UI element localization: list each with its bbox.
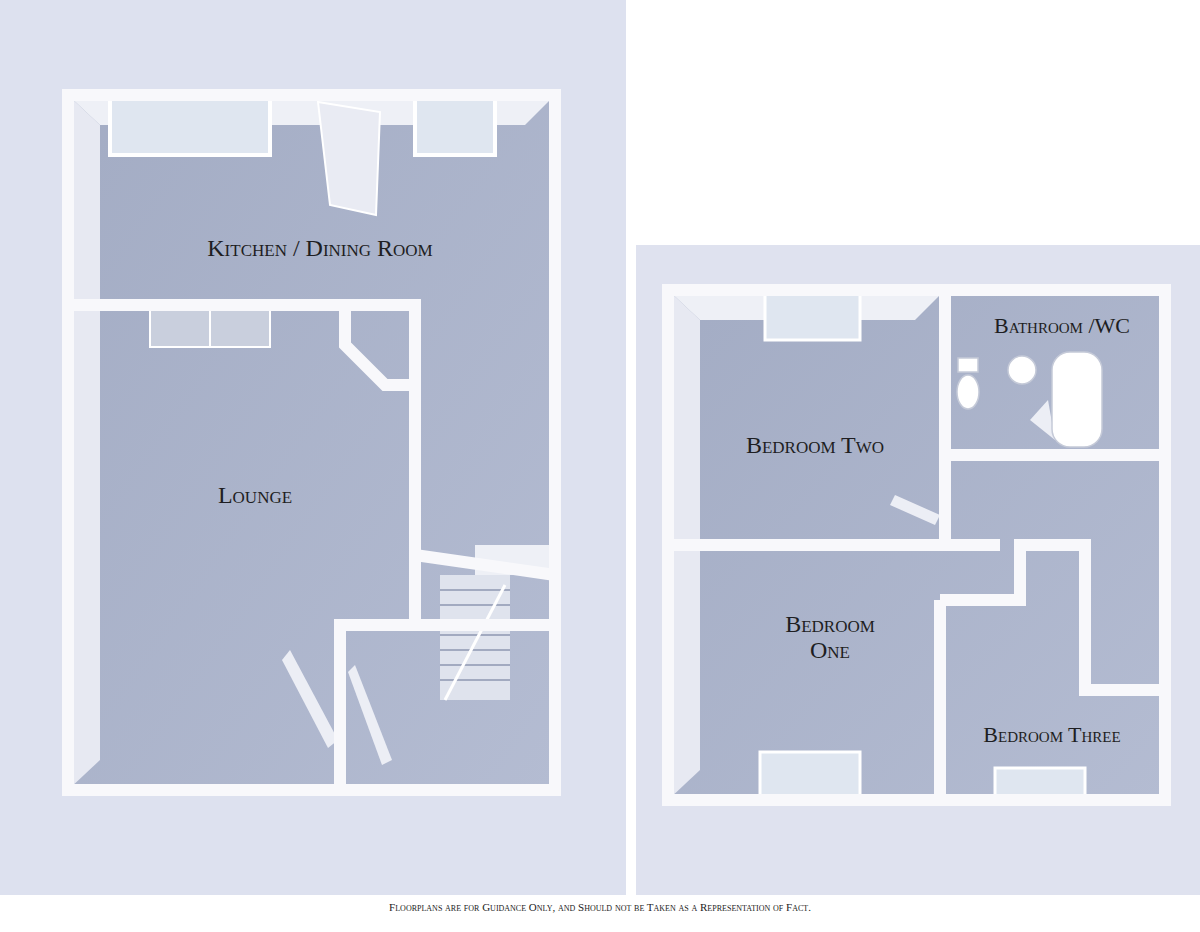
plan-drawing <box>110 97 270 155</box>
plan-drawing <box>348 665 392 765</box>
plan-drawing <box>209 305 211 347</box>
plan-drawing <box>0 0 626 895</box>
plan-drawing <box>440 575 510 700</box>
plan-drawing <box>995 768 1085 798</box>
plan-drawing <box>934 600 946 800</box>
plan-drawing <box>68 95 555 790</box>
room: Bathroom /WC <box>952 297 1158 448</box>
room-label: Bathroom /WC <box>994 314 1130 338</box>
room: Bedroom Three <box>947 607 1158 793</box>
plan-drawing <box>68 95 555 790</box>
room-label: Bedroom One <box>765 611 895 664</box>
plan-drawing <box>68 95 555 790</box>
plan-drawing <box>415 619 555 631</box>
room: Bedroom Two <box>675 297 938 538</box>
room-label: Lounge <box>218 482 292 508</box>
plan-drawing <box>282 650 338 748</box>
plan-drawing <box>1008 356 1036 384</box>
plan-drawing <box>415 97 495 155</box>
plan-drawing <box>440 649 510 651</box>
room: Kitchen / Dining Room <box>75 102 548 298</box>
plan-drawing <box>150 305 270 347</box>
plan-drawing <box>765 292 860 340</box>
plan-drawing <box>668 539 1000 551</box>
plan-drawing <box>318 102 380 215</box>
room-label: Bedroom Two <box>746 432 884 458</box>
plan-drawing <box>415 555 555 575</box>
plan-drawing <box>440 604 510 606</box>
plan-drawing <box>440 679 510 681</box>
plan-drawing <box>668 290 1165 800</box>
room-label: Bedroom Three <box>983 723 1120 747</box>
room: Lounge <box>75 312 410 782</box>
plan-drawing <box>890 495 940 525</box>
caption: Floorplans are for Guidance Only, and Sh… <box>0 901 1200 913</box>
plan-drawing <box>958 358 978 372</box>
plan-drawing <box>440 589 510 591</box>
plan-drawing <box>440 590 510 680</box>
room-label: Kitchen / Dining Room <box>207 235 432 261</box>
plan-drawing <box>636 245 1200 895</box>
plan-drawing <box>957 375 979 409</box>
room: Bedroom One <box>675 552 933 793</box>
plan-drawing <box>940 545 1165 690</box>
plan-drawing <box>345 305 415 385</box>
plan-drawing <box>939 290 951 545</box>
plan-drawing <box>1052 352 1102 447</box>
plan-drawing <box>668 290 1165 800</box>
plan-drawing <box>68 305 415 790</box>
plan-drawing <box>440 664 510 666</box>
plan-drawing <box>668 290 1165 800</box>
plan-drawing <box>445 585 505 700</box>
plan-drawing <box>945 449 1165 461</box>
plan-drawing <box>440 634 510 636</box>
plan-drawing <box>760 752 860 798</box>
